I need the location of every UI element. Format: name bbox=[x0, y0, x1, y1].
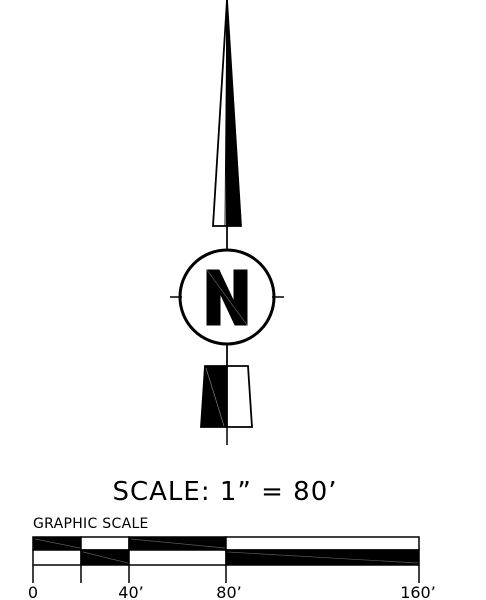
scale-label-160: 160’ bbox=[400, 583, 436, 600]
graphic-scale-bar bbox=[32, 536, 420, 583]
scale-top-segment-4 bbox=[225, 536, 420, 551]
scale-label-0: 0 bbox=[28, 583, 38, 600]
scale-top-segment-2 bbox=[80, 536, 130, 551]
scale-hatch-2 bbox=[82, 551, 129, 564]
scale-note-text: SCALE: 1” = 80’ bbox=[112, 477, 337, 507]
north-tail-hatch bbox=[205, 367, 225, 427]
north-spear-midline bbox=[224, 0, 228, 227]
graphic-scale-title: GRAPHIC SCALE bbox=[33, 516, 149, 532]
scale-hatch-1 bbox=[34, 538, 81, 549]
scale-bottom-segment-4 bbox=[225, 549, 420, 566]
scale-hatch-3 bbox=[130, 538, 226, 549]
scale-bottom-segment-1 bbox=[32, 549, 82, 566]
north-tail-left bbox=[200, 365, 228, 428]
scale-label-80: 80’ bbox=[216, 583, 241, 600]
scale-label-40: 40’ bbox=[118, 583, 143, 600]
north-tail-right bbox=[226, 365, 253, 428]
north-letter-glyph bbox=[206, 269, 248, 326]
north-arrow-icon bbox=[170, 0, 284, 445]
scale-bottom-segment-3 bbox=[128, 549, 227, 566]
north-spear-right bbox=[226, 0, 242, 227]
north-letter-hatch bbox=[206, 269, 248, 326]
north-letter-n bbox=[206, 269, 248, 326]
scale-hatch-4 bbox=[227, 551, 419, 564]
